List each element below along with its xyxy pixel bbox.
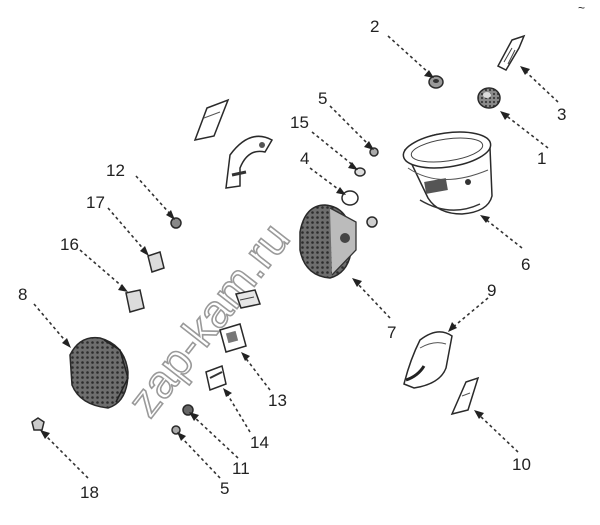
spring-part-4	[341, 190, 359, 206]
callout-13: 13	[268, 391, 287, 410]
brake-shoe-part-9	[403, 331, 453, 389]
flat-plate-part-10	[450, 376, 480, 416]
callout-5-lower: 5	[220, 479, 229, 498]
spring-clip-part-14	[205, 364, 227, 392]
clip-part-17	[147, 251, 165, 273]
wheel-assembly-part-7	[299, 204, 378, 279]
nut-part-2	[428, 75, 444, 89]
callout-6: 6	[521, 255, 530, 274]
band-drum-part-6	[402, 131, 493, 215]
knurled-wheel-part-8	[69, 336, 129, 409]
callout-1: 1	[537, 149, 546, 168]
small-plate-mid	[235, 289, 261, 309]
callout-11: 11	[232, 459, 250, 478]
callout-7: 7	[387, 323, 396, 342]
bolt-part-3	[496, 34, 526, 71]
nut-part-18	[31, 417, 45, 431]
bracket-top	[225, 135, 274, 189]
flat-plate-top	[193, 98, 230, 142]
clip-part-16	[125, 289, 145, 313]
leader-lines	[33, 35, 559, 479]
corner-mark: ~	[578, 1, 585, 15]
callout-12: 12	[106, 161, 125, 180]
callout-8: 8	[18, 285, 27, 304]
callout-15: 15	[290, 113, 309, 132]
callout-3: 3	[557, 105, 566, 124]
callout-18: 18	[80, 483, 99, 502]
callout-17: 17	[86, 193, 105, 212]
callout-9: 9	[487, 281, 496, 300]
knob-part-1	[477, 87, 501, 109]
bolt-part-12	[170, 217, 182, 229]
callout-14: 14	[250, 433, 269, 452]
callout-10: 10	[512, 455, 531, 474]
callout-labels: 1 2 3 4 5 5 6 7 8 9 10 11 12 13 14 15 16…	[18, 17, 566, 502]
plate-part-13	[219, 323, 247, 353]
callout-2: 2	[370, 17, 379, 36]
callout-16: 16	[60, 235, 79, 254]
small-nut-part-5-upper	[369, 147, 379, 157]
washer-part-15	[354, 167, 366, 177]
callout-5-upper: 5	[318, 89, 327, 108]
callout-4: 4	[300, 149, 309, 168]
small-nut-part-5-lower	[171, 425, 181, 435]
